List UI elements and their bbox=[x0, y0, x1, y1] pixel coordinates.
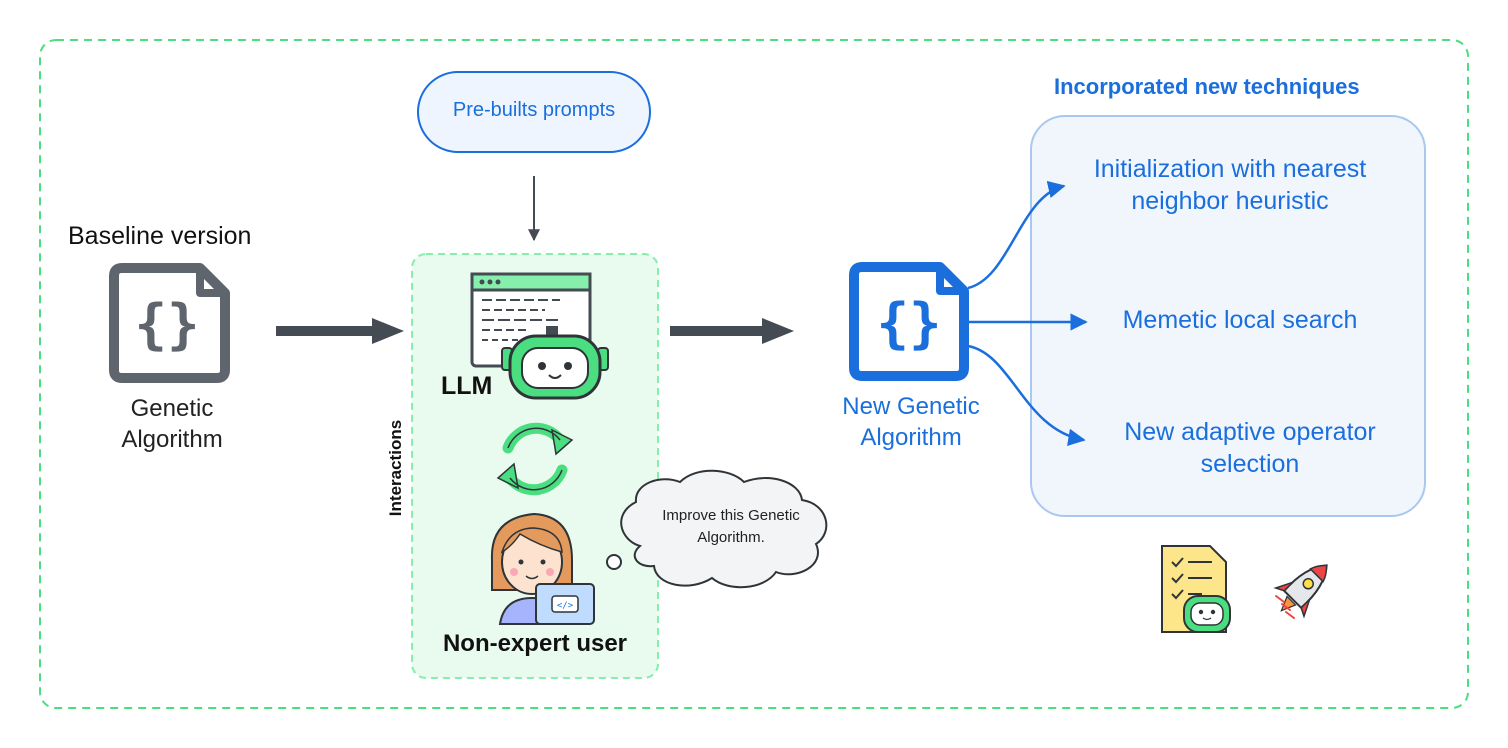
user-label: Non-expert user bbox=[442, 630, 628, 657]
llm-label: LLM bbox=[441, 372, 493, 400]
svg-text:{}: {} bbox=[876, 292, 941, 355]
technique-item: New adaptive operator selection bbox=[1060, 416, 1440, 480]
thought-bubble-text: Improve this Genetic Algorithm. bbox=[662, 507, 800, 546]
techniques-panel bbox=[1030, 115, 1426, 517]
new-ga-name-line1: New Genetic bbox=[842, 393, 980, 420]
baseline-caption: Baseline version bbox=[68, 222, 252, 250]
technique-3-line1: New adaptive operator bbox=[1124, 418, 1376, 446]
baseline-algorithm-label: Genetic Algorithm bbox=[92, 393, 252, 455]
robot-icon bbox=[501, 326, 609, 400]
svg-text:{}: {} bbox=[134, 293, 199, 356]
user-with-laptop-icon: </> bbox=[490, 512, 595, 625]
checklist-robot-icon bbox=[1161, 545, 1231, 633]
outer-frame bbox=[39, 39, 1469, 709]
technique-1-line2: neighbor heuristic bbox=[1131, 187, 1329, 215]
new-ga-label: New Genetic Algorithm bbox=[826, 391, 996, 453]
arrow-to-tech-3 bbox=[967, 344, 1086, 447]
techniques-title: Incorporated new techniques bbox=[1054, 74, 1360, 99]
rocket-trail bbox=[1275, 595, 1295, 619]
new-ga-code-file-icon: {} bbox=[849, 262, 969, 381]
svg-text:</>: </> bbox=[557, 601, 574, 611]
technique-3-line2: selection bbox=[1200, 450, 1300, 478]
baseline-code-file-icon: {} bbox=[109, 263, 230, 383]
prompts-label: Pre-builts prompts bbox=[452, 99, 616, 121]
refresh-cycle-icon bbox=[496, 422, 574, 496]
interactions-label: Interactions bbox=[386, 419, 405, 517]
baseline-name-line2: Algorithm bbox=[121, 426, 223, 453]
prompts-pill bbox=[417, 71, 651, 153]
arrow-to-new-ga bbox=[670, 318, 794, 344]
rocket-icon bbox=[1273, 564, 1328, 619]
technique-1-line1: Initialization with nearest bbox=[1093, 155, 1367, 183]
arrow-to-tech-1 bbox=[967, 180, 1066, 290]
thought-bubble bbox=[606, 469, 828, 589]
arrow-to-llm bbox=[276, 318, 404, 344]
new-ga-name-line2: Algorithm bbox=[860, 424, 962, 451]
technique-2-line1: Memetic local search bbox=[1122, 306, 1358, 334]
baseline-name-line1: Genetic bbox=[130, 395, 214, 422]
technique-item: Memetic local search bbox=[1040, 306, 1440, 335]
technique-item: Initialization with nearest neighbor heu… bbox=[1040, 153, 1420, 217]
